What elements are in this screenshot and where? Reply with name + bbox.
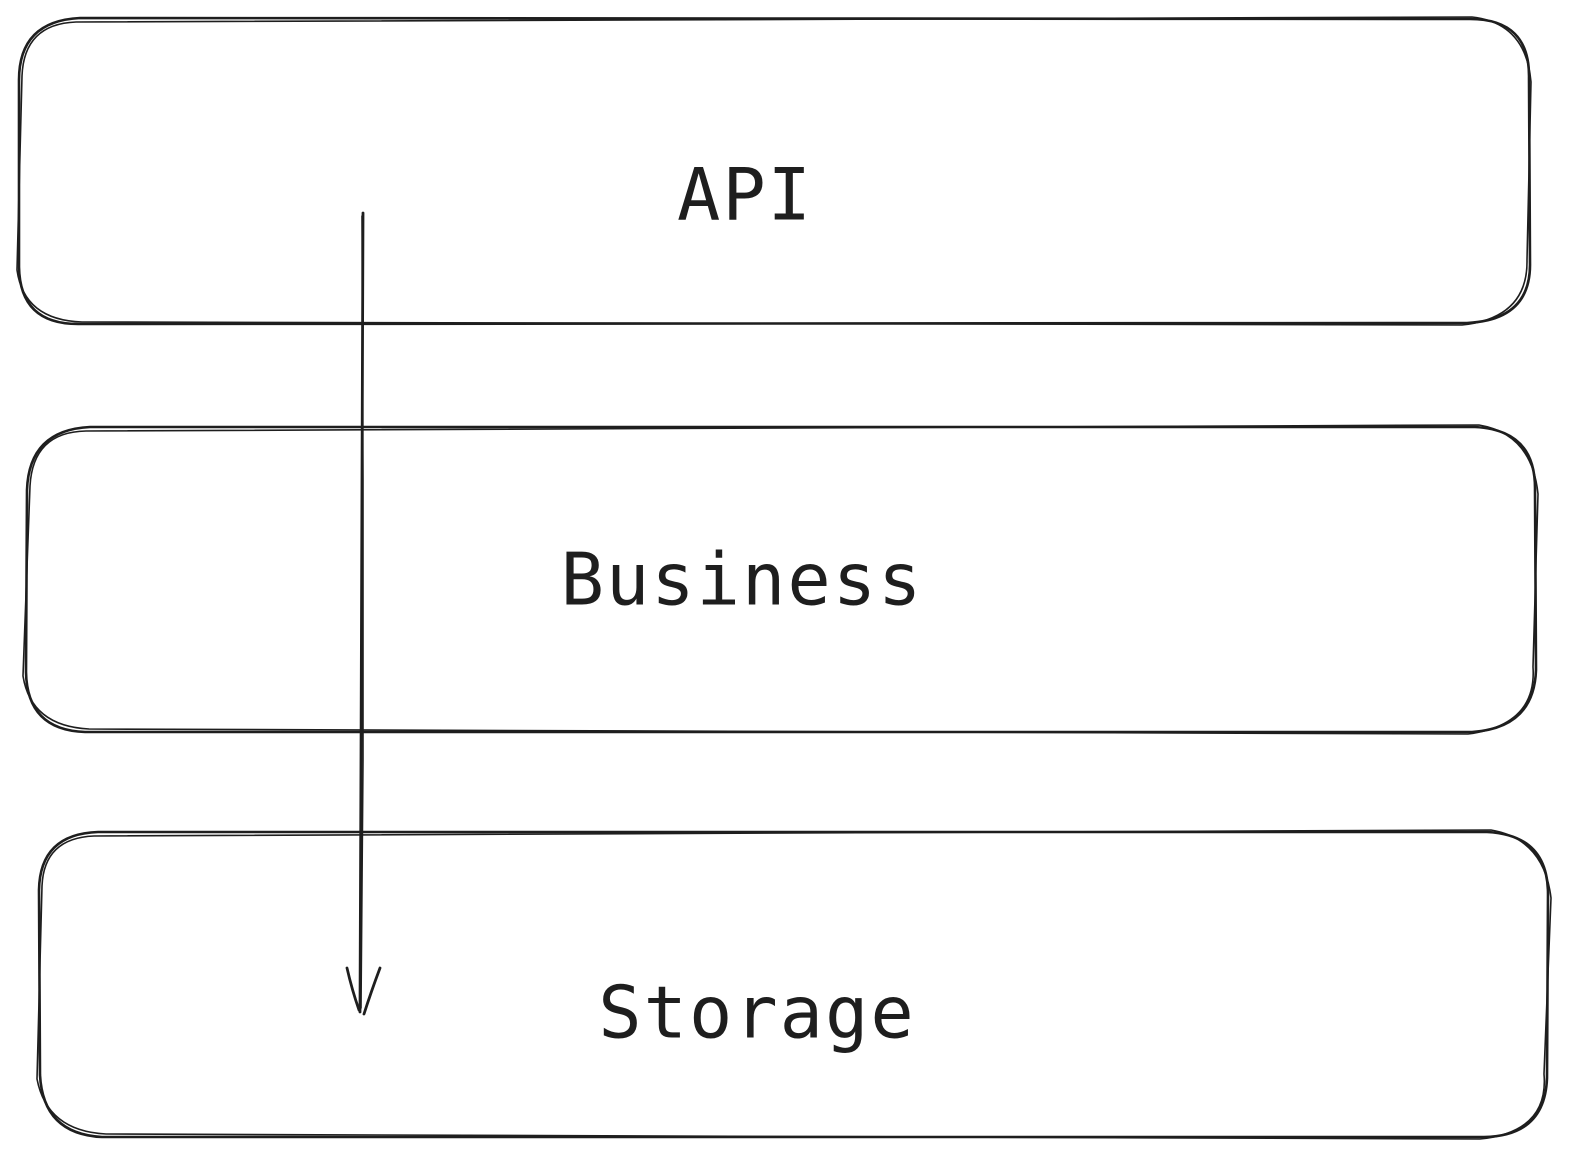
layer-box-storage[interactable]: Storage: [36, 829, 1552, 1140]
layer-box-api-sketch: [16, 16, 1532, 326]
layer-label-storage: Storage: [598, 971, 915, 1055]
flow-arrow-api-to-storage[interactable]: [345, 211, 382, 1016]
layer-label-business: Business: [561, 538, 924, 622]
layer-box-api-outline: [17, 16, 1532, 326]
flow-arrow-shaft-sketch: [360, 215, 364, 1009]
layer-label-api: API: [677, 153, 813, 237]
layer-box-storage-outline: [37, 830, 1550, 1139]
flow-arrow-head: [345, 966, 382, 1016]
layer-box-business[interactable]: Business: [22, 424, 1539, 735]
layer-box-business-sketch: [22, 424, 1539, 735]
layer-box-business-outline: [24, 425, 1538, 734]
layer-box-api[interactable]: API: [16, 16, 1532, 326]
layer-box-storage-sketch: [36, 829, 1552, 1140]
